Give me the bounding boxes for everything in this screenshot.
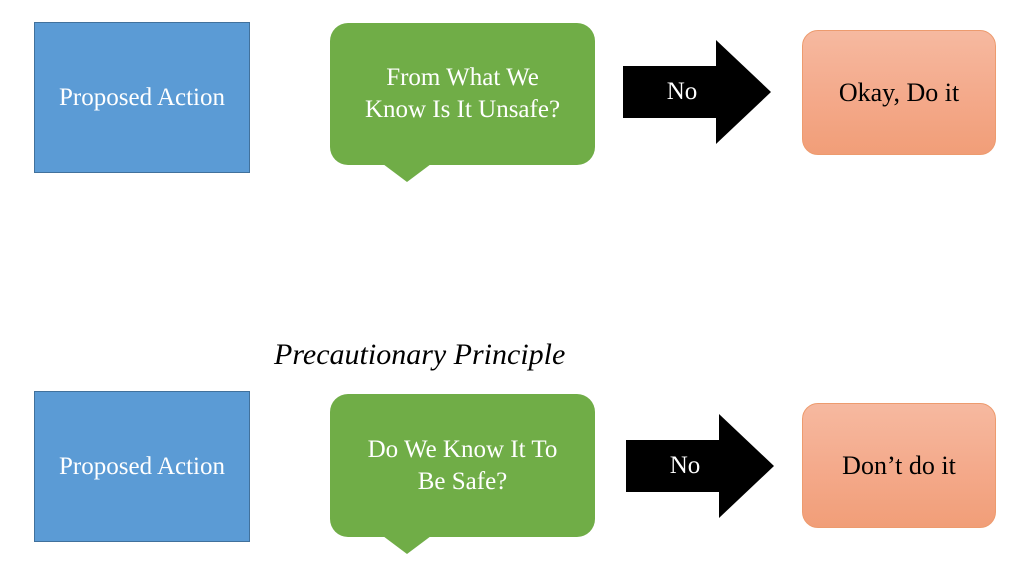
proposed-action-box-1: Proposed Action <box>34 22 250 173</box>
arrow-label-2: No <box>669 452 701 479</box>
proposed-action-label-2: Proposed Action <box>59 452 225 480</box>
no-arrow-1: No <box>623 40 771 144</box>
arrow-shape-2 <box>626 414 774 518</box>
section-title: Precautionary Principle <box>274 338 566 371</box>
no-arrow-2: No <box>626 414 774 518</box>
arrow-label-1: No <box>666 78 698 105</box>
callout-pointer-2 <box>383 536 431 554</box>
outcome-box-2: Don’t do it <box>802 403 996 528</box>
question-text-2: Do We Know It To Be Safe? <box>368 434 558 498</box>
outcome-label-2: Don’t do it <box>842 450 956 480</box>
question-callout-1: From What We Know Is It Unsafe? <box>330 23 595 182</box>
outcome-box-1: Okay, Do it <box>802 30 996 155</box>
question-text-1: From What We Know Is It Unsafe? <box>365 62 560 126</box>
arrow-shape-1 <box>623 40 771 144</box>
callout-pointer-1 <box>383 164 431 182</box>
proposed-action-box-2: Proposed Action <box>34 391 250 542</box>
question-line-1a: From What We <box>386 64 539 91</box>
proposed-action-label-1: Proposed Action <box>59 83 225 111</box>
question-line-1b: Know Is It Unsafe? <box>364 96 561 123</box>
question-callout-2: Do We Know It To Be Safe? <box>330 394 595 554</box>
outcome-label-1: Okay, Do it <box>838 77 960 107</box>
question-line-2a: Do We Know It To <box>367 435 558 463</box>
question-line-2b: Be Safe? <box>417 467 508 495</box>
